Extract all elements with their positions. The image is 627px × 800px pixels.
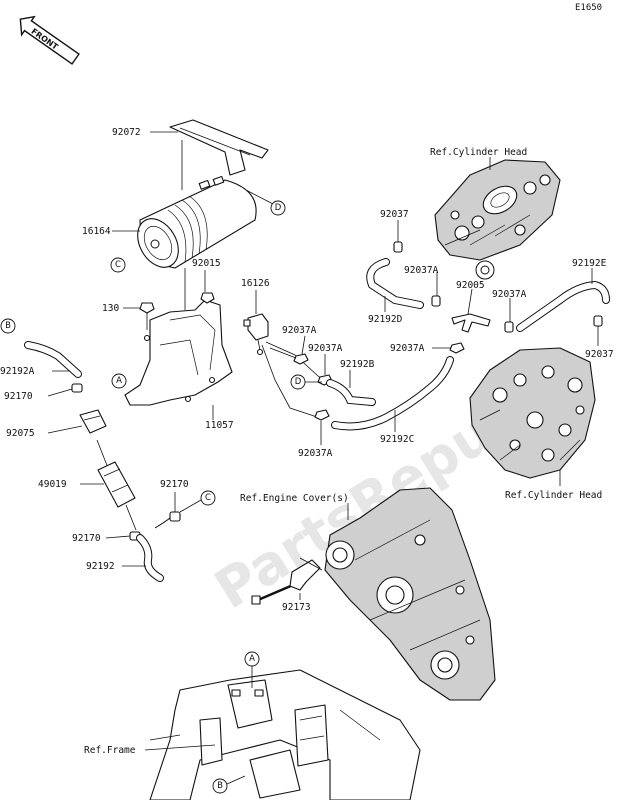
cylinder-head-top [434, 159, 561, 261]
callout-B-frame: B [212, 778, 228, 794]
label-92037-top: 92037 [380, 209, 409, 220]
hose-92192A [24, 341, 82, 378]
cylinder-head-bottom [469, 347, 596, 479]
label-92037A-2: 92037A [308, 343, 343, 354]
label-92037A-5: 92037A [492, 289, 527, 300]
callout-D-right: D [270, 200, 286, 216]
frame [149, 669, 421, 800]
label-92072: 92072 [112, 127, 141, 138]
callout-D-right-text: D [275, 203, 282, 213]
clip-92037A-6 [449, 342, 465, 354]
label-92192A: 92192A [0, 366, 35, 377]
hose-92192C [331, 356, 454, 431]
filter-49019 [96, 439, 137, 531]
label-16164: 16164 [82, 226, 111, 237]
cushion-92075 [79, 409, 107, 434]
callout-A-frame-text: A [249, 654, 255, 664]
clip-92037A-5 [504, 321, 514, 333]
bracket-92173 [251, 557, 323, 605]
callout-A-bracket: A [111, 373, 127, 389]
front-arrow-icon: FRONT [19, 15, 80, 65]
gear-icon [475, 260, 495, 280]
label-11057: 11057 [205, 420, 234, 431]
callout-A-frame: A [244, 651, 260, 667]
ref-cylinder-head-bottom: Ref.Cylinder Head [505, 490, 602, 501]
label-92037A-4: 92037A [404, 265, 439, 276]
label-92037A-3: 92037A [298, 448, 333, 459]
label-92015: 92015 [192, 258, 221, 269]
label-92005: 92005 [456, 280, 485, 291]
label-92170-bot: 92170 [72, 533, 101, 544]
diagram-code: E1650 [575, 3, 602, 13]
label-92192: 92192 [86, 561, 115, 572]
callout-C-mid: C [200, 490, 216, 506]
clip-92037A-4 [431, 295, 441, 307]
label-130: 130 [102, 303, 119, 314]
callout-C-left: C [110, 257, 126, 273]
callout-B-top: B [0, 318, 16, 334]
clamp-92170-top [71, 383, 83, 393]
callout-B-frame-text: B [217, 781, 223, 791]
label-92192E: 92192E [572, 258, 607, 269]
callout-C-mid-text: C [205, 493, 211, 503]
label-92037A-6: 92037A [390, 343, 425, 354]
callout-B-top-text: B [5, 321, 11, 331]
callout-A-bracket-text: A [116, 376, 122, 386]
label-92173: 92173 [282, 602, 311, 613]
clamp-92170-mid [169, 511, 181, 522]
bracket-92072 [169, 119, 269, 176]
ref-engine-cover: Ref.Engine Cover(s) [240, 493, 349, 504]
ref-frame: Ref.Frame [84, 745, 136, 756]
bracket-11057 [124, 299, 233, 406]
clip-92037A-3 [314, 409, 330, 421]
label-92192C: 92192C [380, 434, 414, 445]
label-92037-right: 92037 [585, 349, 614, 360]
label-92170-top: 92170 [4, 391, 33, 402]
valve-16126 [243, 313, 269, 356]
canister-16164 [137, 175, 276, 269]
label-92192D: 92192D [368, 314, 403, 325]
ref-cylinder-head-top: Ref.Cylinder Head [430, 147, 527, 158]
callout-D-center: D [290, 374, 306, 390]
clip-92037-right [593, 315, 603, 327]
hose-92192B [326, 379, 376, 406]
clip-92037A-1 [293, 353, 309, 365]
bolt-130 [139, 302, 155, 330]
hose-92192E [516, 280, 610, 332]
callout-C-left-text: C [115, 260, 121, 270]
joint-92005 [451, 313, 491, 333]
nut-92015 [200, 292, 215, 304]
hose-92192D [366, 258, 424, 309]
engine-cover [324, 487, 496, 701]
label-92075: 92075 [6, 428, 35, 439]
label-49019: 49019 [38, 479, 67, 490]
hose-92192 [136, 517, 171, 582]
callout-D-center-text: D [295, 377, 302, 387]
label-92037A-1: 92037A [282, 325, 317, 336]
label-92192B: 92192B [340, 359, 375, 370]
label-16126: 16126 [241, 278, 270, 289]
clip-92037-top [393, 241, 403, 253]
label-92170-mid: 92170 [160, 479, 189, 490]
